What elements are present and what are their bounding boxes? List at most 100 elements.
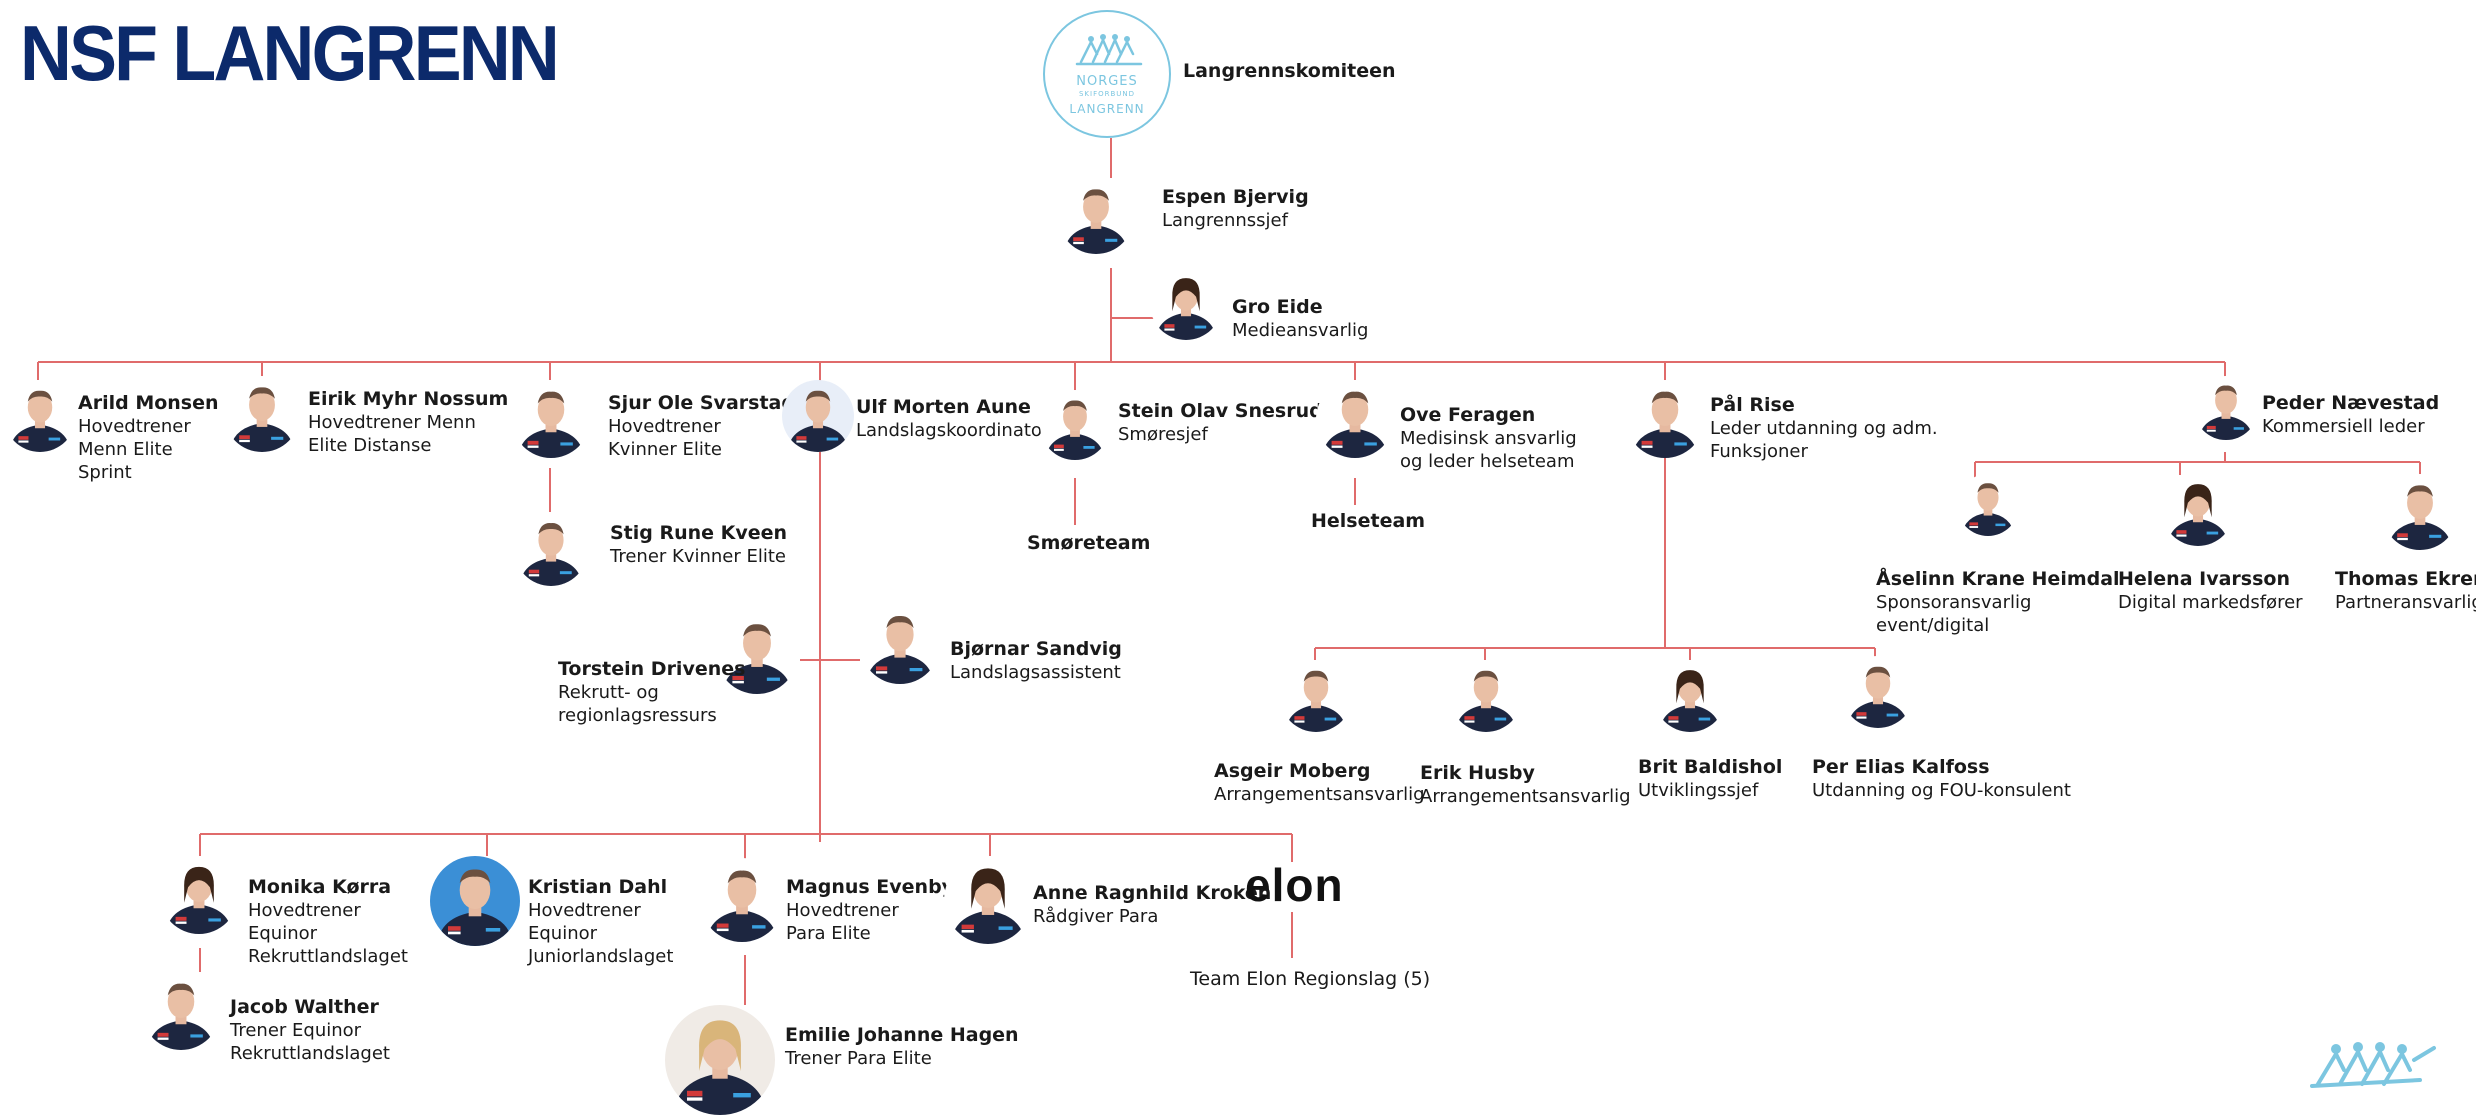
person-role: Arrangementsansvarlig (1420, 786, 1631, 807)
elon-logo: elon (1245, 859, 1344, 911)
person-role: Menn Elite (78, 439, 173, 460)
person-name: Arild Monsen (78, 392, 219, 414)
person-name: Pål Rise (1710, 394, 1795, 416)
person-name: Sjur Ole Svarstad (608, 392, 795, 414)
person-role: regionlagsressurs (558, 705, 717, 726)
photo-arild (4, 380, 76, 452)
person-role: Hovedtrener (248, 900, 361, 921)
person-role: Arrangementsansvarlig (1214, 784, 1425, 805)
person-name: Torstein Drivenes (558, 658, 746, 680)
photo-stein (1040, 390, 1110, 460)
person-name: Monika Kørra (248, 876, 392, 898)
person-name: Thomas Ekren (2335, 568, 2476, 590)
person-role: Trener Equinor (230, 1020, 362, 1041)
person-role: Smøresjef (1118, 424, 1208, 445)
person-role: Rekruttlandslaget (230, 1043, 390, 1064)
logo-text-langrenn: LANGRENN (1069, 102, 1145, 116)
skiers-logo-icon (1075, 34, 1143, 66)
photo-thomas (2382, 474, 2458, 550)
photo-anne (944, 856, 1032, 944)
person-name: Åselinn Krane Heimdal (1876, 568, 2120, 590)
person-role: Leder utdanning og adm. (1710, 418, 1938, 439)
person-name: Emilie Johanne Hagen (785, 1024, 1019, 1046)
photo-pal (1626, 380, 1704, 458)
person-name: Espen Bjervig (1162, 186, 1309, 208)
person-name: Asgeir Moberg (1214, 760, 1371, 782)
person-role: Landslagsassistent (950, 662, 1121, 683)
photo-emilie (665, 1005, 775, 1115)
person-name: Bjørnar Sandvig (950, 638, 1122, 660)
skiers-corner-logo-icon (2310, 1042, 2436, 1088)
team-elon-regionslag: Team Elon Regionslag (5) (1190, 968, 1431, 990)
photo-jacob (142, 972, 220, 1050)
person-role: Hovedtrener (78, 416, 191, 437)
photo-helena (2162, 474, 2234, 546)
photo-aselinn (1957, 474, 2019, 536)
person-role: Para Elite (786, 923, 871, 944)
person-role: Hovedtrener (786, 900, 899, 921)
person-role: Digital markedsfører (2118, 592, 2303, 613)
person-name: Anne Ragnhild Kroken (1033, 882, 1272, 904)
photo-bjornar (860, 604, 940, 684)
photo-kristian (430, 856, 520, 946)
person-role: Elite Distanse (308, 435, 432, 456)
committee-name: Langrennskomiteen (1183, 60, 1396, 82)
photo-magnus (700, 858, 784, 942)
person-role: Rekrutt- og (558, 682, 659, 703)
person-role: Medieansvarlig (1232, 320, 1369, 341)
person-role: Kommersiell leder (2262, 416, 2425, 437)
person-role: Landslagskoordinator (856, 420, 1050, 441)
langrenn-logo: NORGES SKIFORBUND LANGRENN (1043, 10, 1171, 138)
person-name: Helena Ivarsson (2118, 568, 2290, 590)
logo-text-norges: NORGES (1076, 74, 1138, 89)
photo-per (1842, 656, 1914, 728)
person-role: Langrennssjef (1162, 210, 1288, 231)
person-name: Kristian Dahl (528, 876, 668, 898)
person-name: Magnus Evenby (786, 876, 955, 898)
person-name: Jacob Walther (230, 996, 379, 1018)
photo-monika (160, 856, 238, 934)
person-role: Utdanning og FOU-konsulent (1812, 780, 2071, 801)
photo-sjur (512, 380, 590, 458)
person-name: Gro Eide (1232, 296, 1323, 318)
photo-ulf (782, 380, 854, 452)
person-name: Eirik Myhr Nossum (308, 388, 509, 410)
person-role: Utviklingssjef (1638, 780, 1759, 801)
person-role: og leder helseteam (1400, 451, 1575, 472)
logo-text-skiforbund: SKIFORBUND (1078, 90, 1136, 98)
photo-erik (1450, 660, 1522, 732)
person-name: Erik Husby (1420, 762, 1535, 784)
person-role: Hovedtrener Menn (308, 412, 476, 433)
person-role: Juniorlandslaget (528, 946, 674, 967)
person-name: Ove Feragen (1400, 404, 1536, 426)
page-title: NSF LANGRENN (20, 9, 560, 97)
person-name: Stein Olav Snesrud (1118, 400, 1323, 422)
person-name: Brit Baldishol (1638, 756, 1783, 778)
person-role: Trener Kvinner Elite (610, 546, 787, 567)
person-name: Ulf Morten Aune (856, 396, 1031, 418)
team-smoreteam: Smøreteam (1027, 532, 1151, 554)
